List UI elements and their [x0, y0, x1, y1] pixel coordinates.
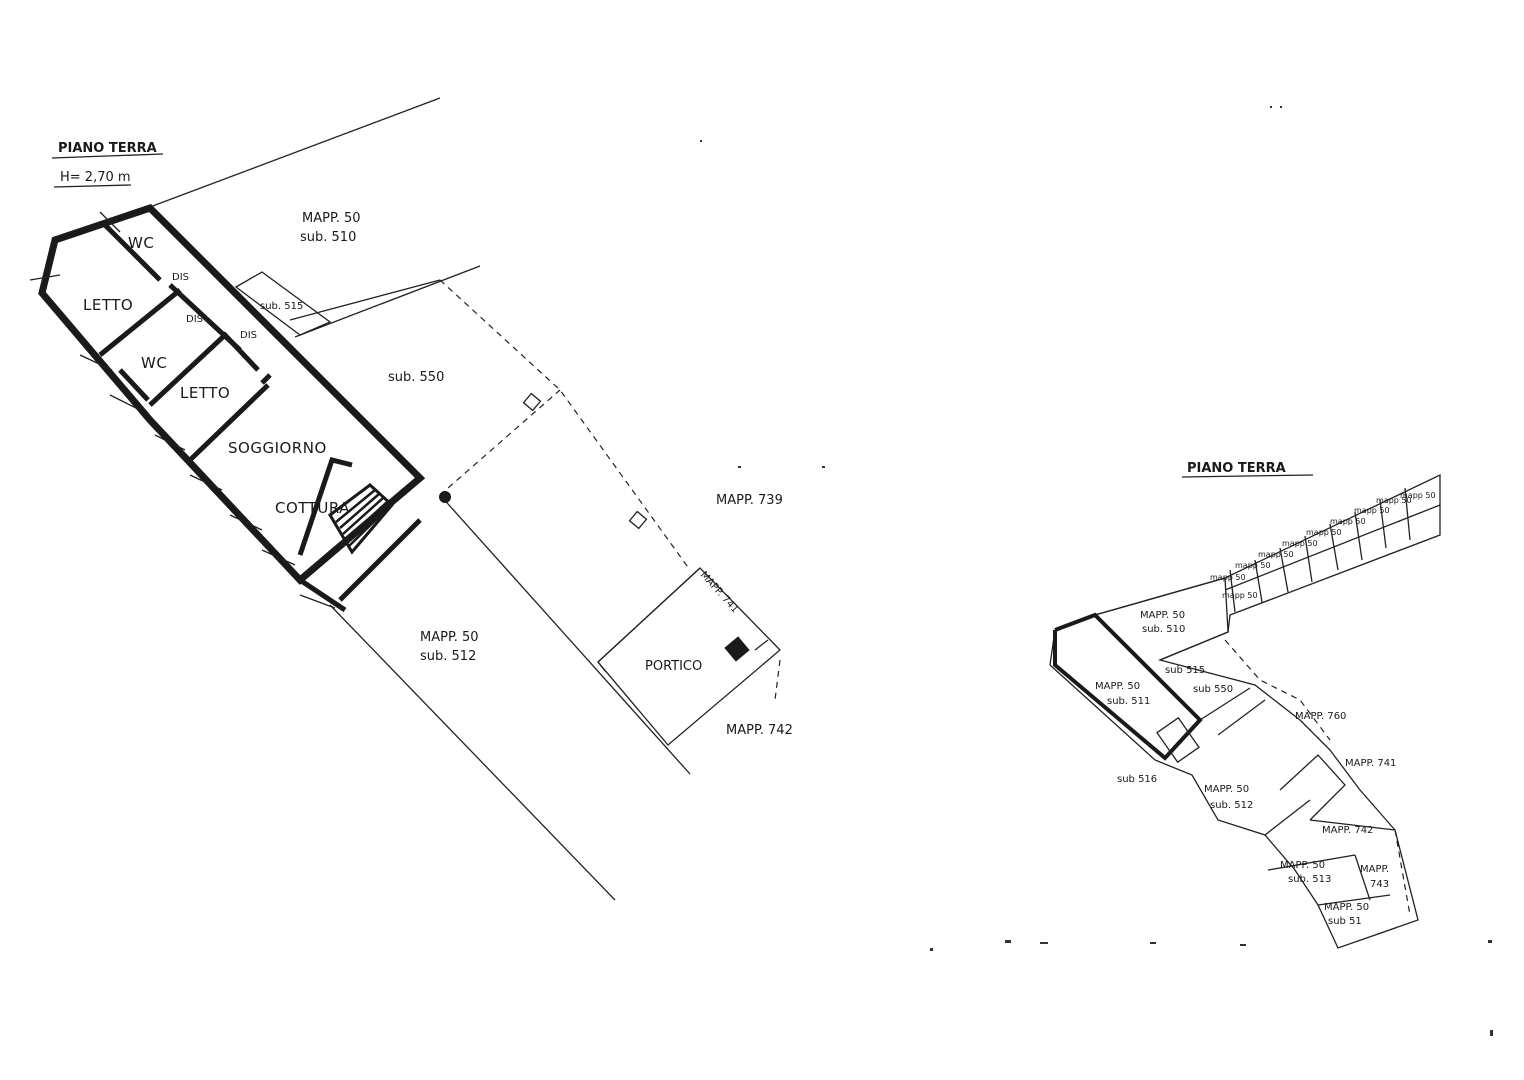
- label-mapp50-bottom: MAPP. 50: [420, 630, 479, 645]
- strip-labels: mapp 50 mapp 50 mapp 50 mapp 50 mapp 50 …: [1210, 491, 1436, 600]
- label-sub512: sub. 512: [420, 649, 476, 664]
- room-cottura: COTTURA: [275, 499, 350, 517]
- svg-text:mapp 50: mapp 50: [1306, 528, 1342, 537]
- room-letto-2: LETTO: [180, 384, 230, 402]
- stair-icon: [328, 483, 395, 555]
- label-sub510: sub. 510: [300, 230, 356, 245]
- left-plan: PIANO TERRA H= 2,70 m: [29, 97, 793, 901]
- rp-sub513: sub. 513: [1288, 874, 1331, 885]
- svg-text:mapp 50: mapp 50: [1258, 550, 1294, 559]
- label-sub550: sub. 550: [388, 370, 444, 385]
- svg-text:mapp 50: mapp 50: [1282, 539, 1318, 548]
- svg-text:mapp 50: mapp 50: [1210, 573, 1246, 582]
- room-dis-3: DIS: [240, 330, 257, 341]
- rp-sub515: sub 515: [1165, 665, 1205, 676]
- rp-mapp50-510: MAPP. 50: [1140, 610, 1185, 621]
- svg-text:mapp 50: mapp 50: [1235, 561, 1271, 570]
- room-dis-2: DIS: [186, 314, 203, 325]
- rp-mapp760: MAPP. 760: [1295, 711, 1346, 722]
- right-plan-title: PIANO TERRA: [1187, 461, 1286, 476]
- rp-sub512: sub. 512: [1210, 800, 1253, 811]
- svg-text:mapp 50: mapp 50: [1354, 506, 1390, 515]
- rp-mapp50-51x: MAPP. 50: [1324, 902, 1369, 913]
- rp-mapp742: MAPP. 742: [1322, 825, 1373, 836]
- room-dis-1: DIS: [172, 272, 189, 283]
- scan-noise: [700, 106, 1493, 1036]
- room-letto-1: LETTO: [83, 296, 133, 314]
- room-soggiorno: SOGGIORNO: [228, 439, 327, 457]
- rp-sub51x: sub 51: [1328, 916, 1362, 927]
- rp-sub510: sub. 510: [1142, 624, 1185, 635]
- rp-mapp741: MAPP. 741: [1345, 758, 1396, 769]
- rp-sub550: sub 550: [1193, 684, 1233, 695]
- svg-text:mapp 50: mapp 50: [1330, 517, 1366, 526]
- label-mapp50-top: MAPP. 50: [302, 211, 361, 226]
- label-mapp741: MAPP. 741: [698, 570, 741, 616]
- rp-sub516: sub 516: [1117, 774, 1157, 785]
- svg-text:mapp 50: mapp 50: [1376, 496, 1412, 505]
- left-plan-title: PIANO TERRA: [58, 141, 157, 156]
- rp-sub511: sub. 511: [1107, 696, 1150, 707]
- left-plan-height: H= 2,70 m: [60, 170, 131, 185]
- room-wc-mid: WC: [141, 354, 167, 372]
- rp-mapp743b: 743: [1370, 879, 1389, 890]
- rp-mapp743a: MAPP.: [1360, 864, 1389, 875]
- svg-text:mapp 50: mapp 50: [1222, 591, 1258, 600]
- rp-mapp50-512: MAPP. 50: [1204, 784, 1249, 795]
- label-mapp742: MAPP. 742: [726, 723, 793, 738]
- rp-mapp50-511: MAPP. 50: [1095, 681, 1140, 692]
- rp-mapp50-513: MAPP. 50: [1280, 860, 1325, 871]
- label-mapp739: MAPP. 739: [716, 493, 783, 508]
- right-plan: PIANO TERRA: [1049, 461, 1441, 949]
- svg-text:mapp 50: mapp 50: [1400, 491, 1436, 500]
- room-portico: PORTICO: [645, 659, 702, 674]
- room-wc-top: WC: [128, 234, 154, 252]
- label-sub515: sub. 515: [260, 301, 303, 312]
